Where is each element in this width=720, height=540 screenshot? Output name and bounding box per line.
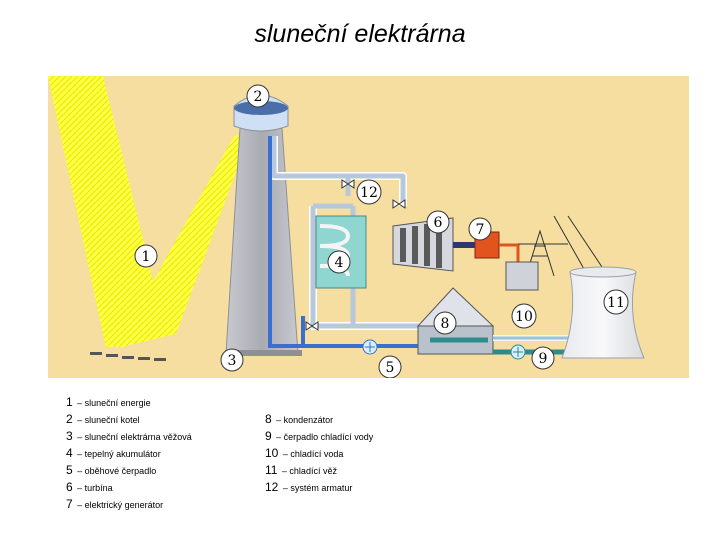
callout-8: 8 — [433, 311, 457, 335]
heliostats — [90, 352, 166, 361]
svg-text:6: 6 — [434, 215, 443, 231]
svg-text:8: 8 — [441, 316, 450, 332]
svg-text:1: 1 — [142, 249, 151, 265]
callout-2: 2 — [246, 84, 270, 108]
callout-9: 9 — [531, 346, 555, 370]
cold-water-pipes — [268, 136, 433, 348]
page-title: sluneční elektrárna — [254, 20, 466, 48]
valves — [305, 179, 406, 331]
callout-1: 1 — [134, 244, 158, 268]
legend-item: 10 – chladící voda — [265, 446, 344, 460]
svg-text:11: 11 — [607, 295, 625, 311]
callout-11: 11 — [603, 289, 629, 315]
legend-right: 8 – kondenzátor 9 – čerpadlo chladící vo… — [265, 410, 373, 495]
callout-7: 7 — [468, 217, 492, 241]
svg-text:7: 7 — [476, 222, 485, 238]
legend-item: 4 – tepelný akumulátor — [66, 446, 161, 460]
legend-item: 8 – kondenzátor — [265, 412, 334, 426]
callout-5: 5 — [378, 355, 402, 378]
solar-tower — [225, 94, 302, 356]
solar-plant-diagram: 1 2 3 4 5 6 7 8 9 10 11 12 — [48, 76, 689, 378]
svg-text:12: 12 — [360, 185, 378, 201]
callout-6: 6 — [426, 210, 450, 234]
legend-item: 1 – sluneční energie — [66, 395, 151, 409]
svg-text:5: 5 — [386, 360, 395, 376]
callout-12: 12 — [356, 179, 382, 205]
callout-4: 4 — [327, 250, 351, 274]
power-pylon — [505, 215, 609, 291]
callout-3: 3 — [220, 348, 244, 372]
legend-item: 12 – systém armatur — [265, 480, 353, 494]
callout-markers: 1 2 3 4 5 6 7 8 9 10 11 12 — [134, 84, 629, 378]
legend-item: 2 – sluneční kotel — [66, 412, 140, 426]
legend-item: 5 – oběhové čerpadlo — [66, 463, 157, 477]
cooling-tower — [561, 266, 645, 359]
pumps — [362, 339, 526, 360]
svg-text:9: 9 — [539, 351, 548, 367]
sun-rays — [48, 76, 250, 348]
svg-text:3: 3 — [228, 353, 237, 369]
svg-text:4: 4 — [335, 255, 344, 271]
legend-item: 6 – turbína — [66, 480, 113, 494]
legend-item: 3 – sluneční elektrárna věžová — [66, 429, 192, 443]
legend-item: 9 – čerpadlo chladící vody — [265, 429, 374, 443]
svg-text:2: 2 — [254, 89, 263, 105]
legend-left: 1 – sluneční energie 2 – sluneční kotel … — [66, 393, 192, 512]
callout-10: 10 — [511, 303, 537, 329]
legend-item: 7 – elektrický generátor — [66, 497, 164, 511]
svg-text:10: 10 — [515, 309, 533, 325]
legend-item: 11 – chladící věž — [265, 463, 337, 477]
